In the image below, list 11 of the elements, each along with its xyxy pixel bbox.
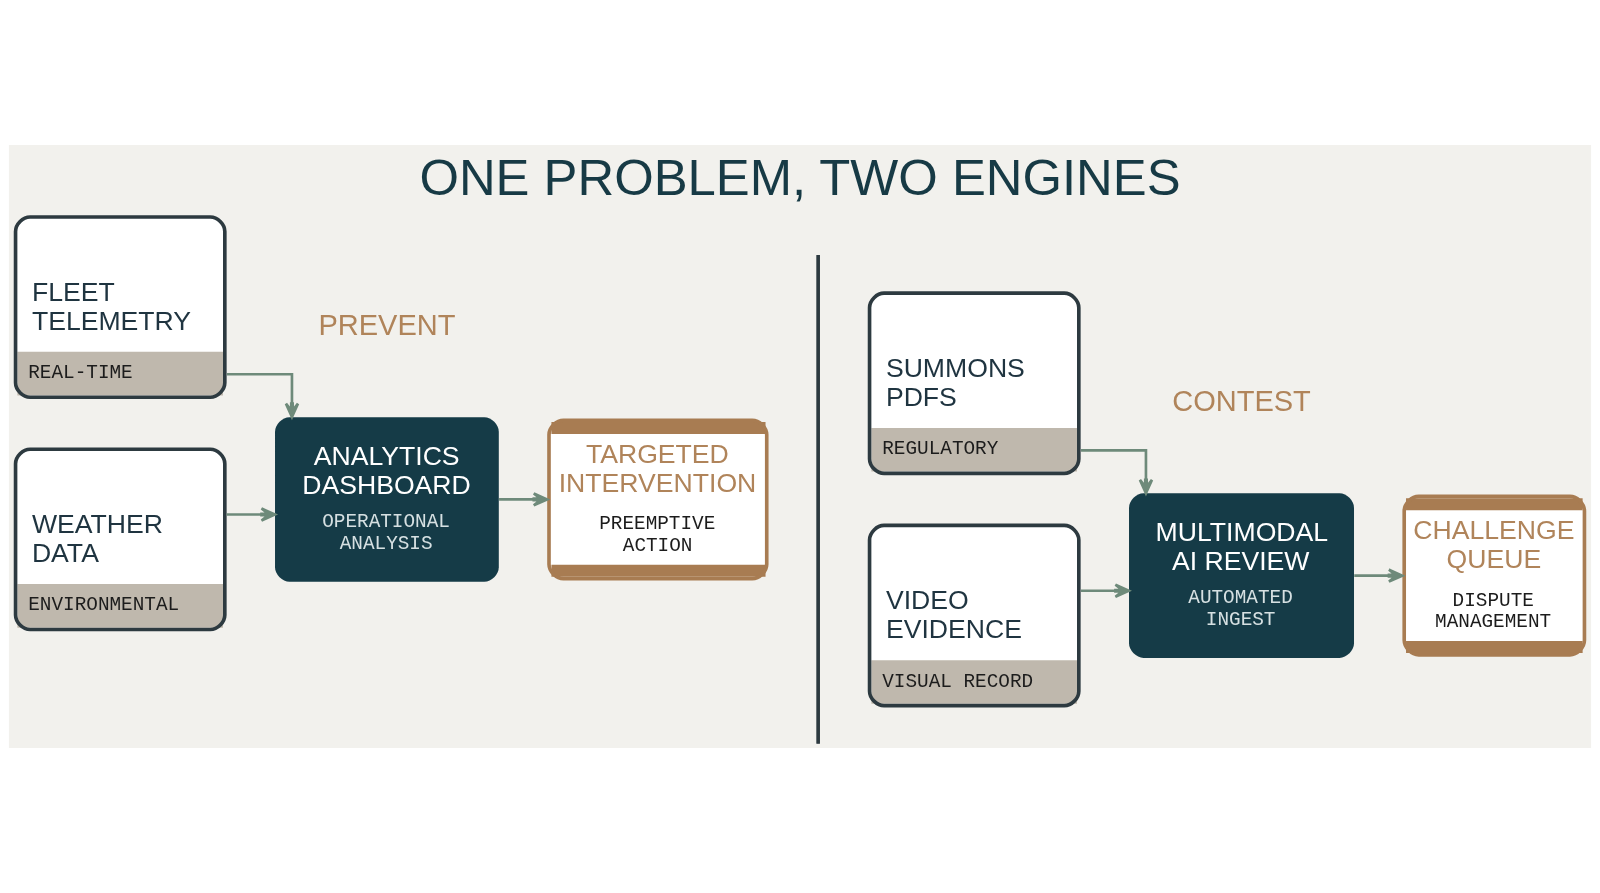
arrow bbox=[1354, 568, 1404, 583]
arrow bbox=[226, 507, 277, 522]
arrow bbox=[499, 492, 549, 507]
arrow bbox=[1081, 583, 1131, 599]
arrow bbox=[227, 372, 300, 419]
label: PREVENT bbox=[318, 309, 456, 342]
label: CONTEST bbox=[1172, 385, 1311, 418]
arrow bbox=[1081, 449, 1154, 495]
diagram-title: ONE PROBLEM, TWO ENGINES bbox=[419, 149, 1181, 207]
node-box: MULTIMODAL AI REVIEW AUTOMATED INGEST bbox=[1129, 493, 1354, 658]
node-box: ANALYTICS DASHBOARD OPERATIONAL ANALYSIS bbox=[275, 417, 499, 582]
